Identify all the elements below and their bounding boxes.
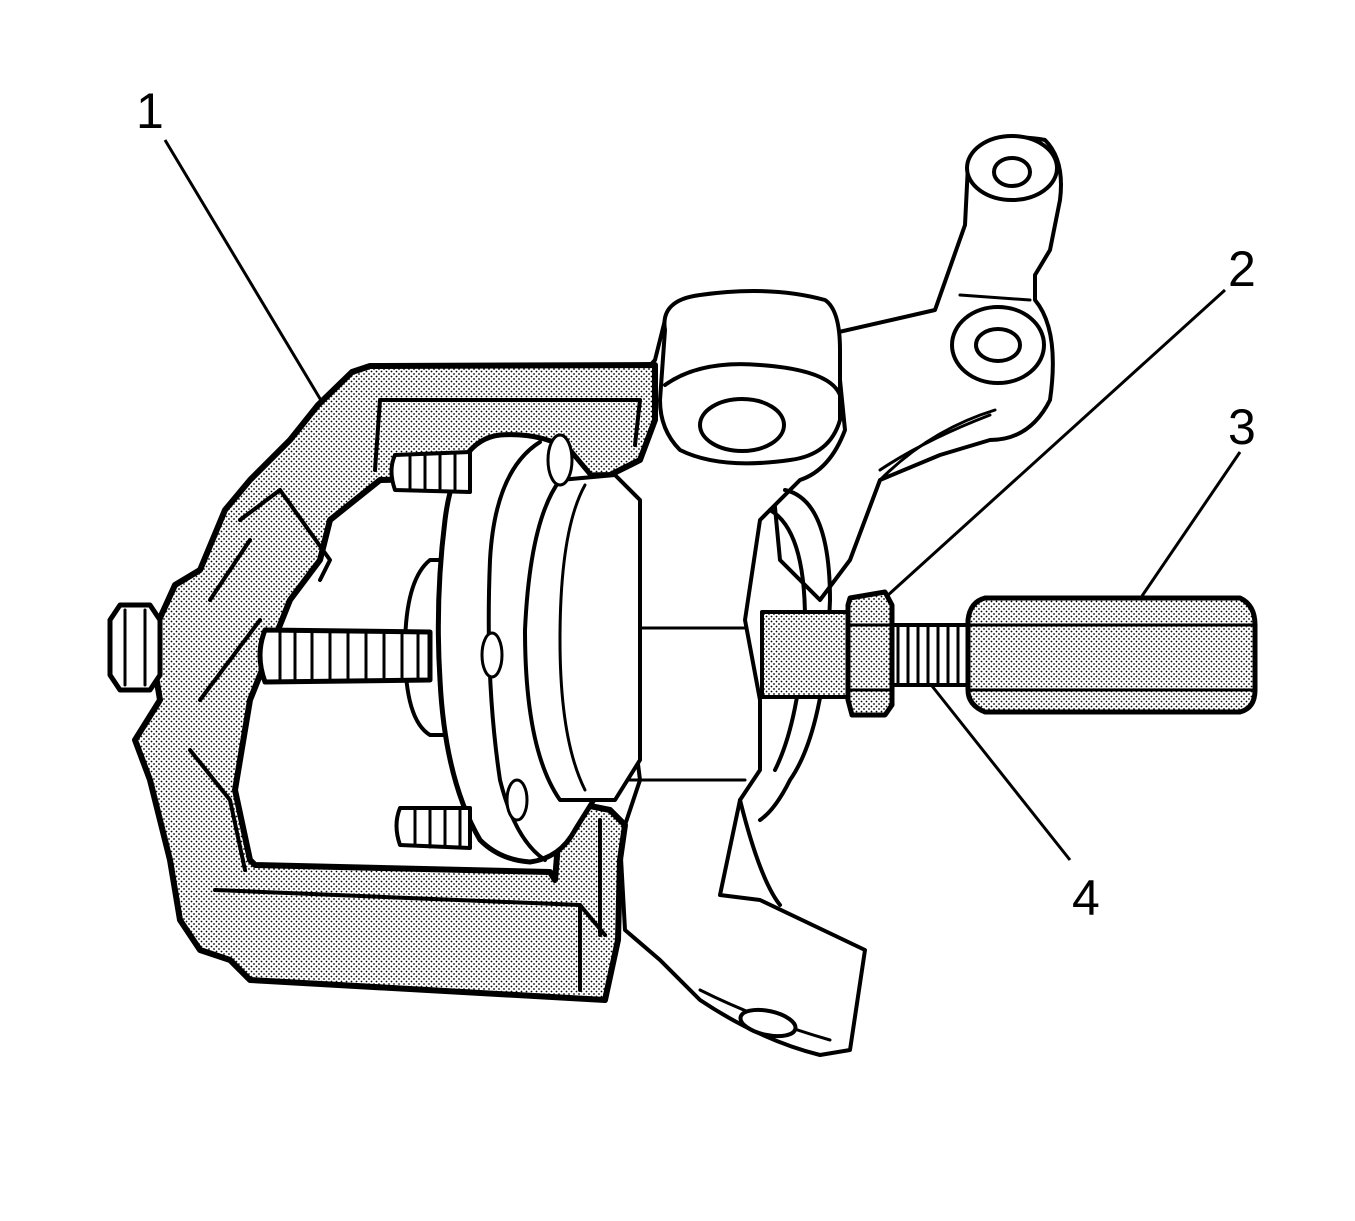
callout-3: 3 — [1228, 399, 1256, 455]
nut — [845, 589, 895, 718]
leader-line-1 — [163, 139, 324, 403]
forcing-screw-handle — [965, 595, 1258, 715]
leader-line-4 — [930, 685, 1072, 861]
leader-line-3 — [1140, 451, 1242, 597]
callout-2: 2 — [1228, 241, 1256, 297]
frame-bolt — [107, 602, 163, 693]
steering-knuckle — [598, 134, 1063, 1057]
threaded-rod — [760, 610, 970, 699]
leader-line-2 — [885, 288, 1227, 598]
callout-1: 1 — [136, 83, 164, 139]
wheel-hub — [403, 432, 642, 865]
callout-leaders — [163, 139, 1242, 861]
callout-labels: 1 2 3 4 — [136, 83, 1256, 926]
callout-4: 4 — [1072, 870, 1100, 926]
forcing-screw-left — [257, 627, 433, 685]
wheel-studs — [389, 450, 472, 850]
